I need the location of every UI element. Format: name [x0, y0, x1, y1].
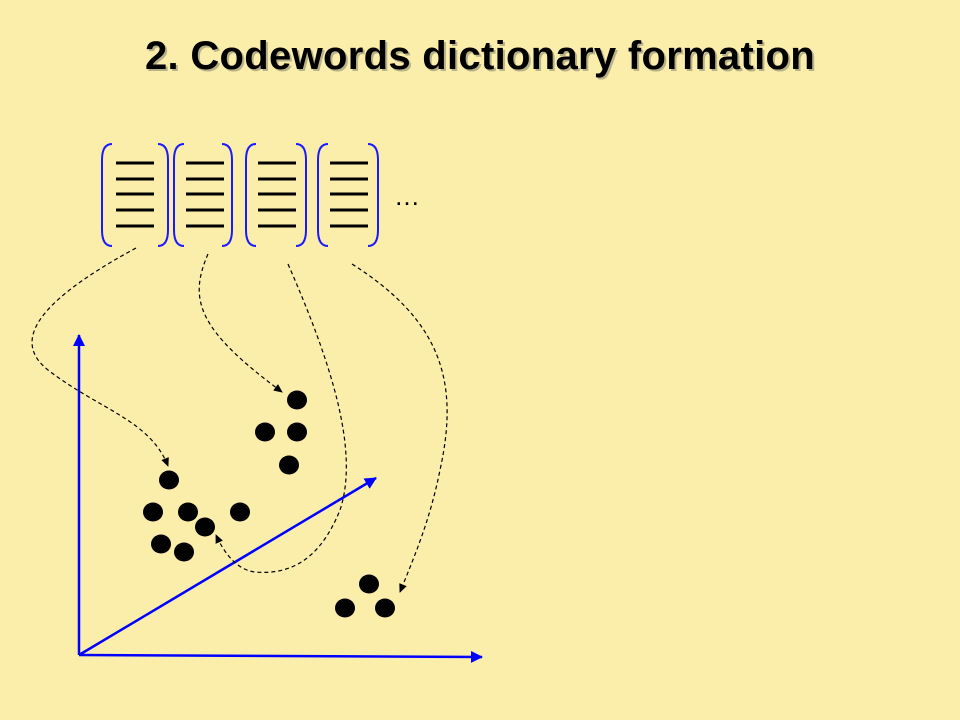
z-axis [78, 476, 377, 657]
vector-4-right-bracket [367, 143, 379, 247]
point [375, 598, 395, 618]
axes [73, 334, 483, 663]
vector-1-right-bracket [157, 143, 169, 247]
point [151, 534, 171, 554]
point [287, 422, 307, 442]
cluster-top [255, 390, 307, 475]
arrow-vector-1-to-cluster-left [31, 247, 169, 467]
x-axis [78, 650, 483, 663]
point [335, 598, 355, 618]
cluster-bottom-right [335, 574, 395, 618]
arrow-vector-4-to-cluster-bottom-right [351, 263, 448, 593]
vector-3-right-bracket [295, 143, 307, 247]
point [279, 455, 299, 475]
vector-2-lines [186, 161, 224, 228]
point [174, 542, 194, 562]
vector-1 [101, 143, 169, 247]
slide-title: 2. Codewords dictionary formation [145, 34, 815, 78]
point [178, 502, 198, 522]
vector-4-lines [330, 161, 368, 228]
point [287, 390, 307, 410]
point [230, 502, 250, 522]
vector-4-left-bracket [317, 143, 329, 247]
point [159, 470, 179, 490]
vector-3 [245, 143, 307, 247]
vector-1-left-bracket [101, 143, 113, 247]
vector-2 [173, 143, 233, 247]
vector-3-lines [258, 161, 296, 228]
arrow-vector-3-to-cluster-left [215, 263, 347, 573]
ellipsis-text: … [394, 181, 420, 211]
point [143, 502, 163, 522]
cluster-left [143, 470, 250, 562]
point [359, 574, 379, 594]
vector-1-lines [116, 161, 154, 228]
vector-3-left-bracket [245, 143, 257, 247]
vector-2-left-bracket [173, 143, 185, 247]
point [195, 517, 215, 537]
vector-2-right-bracket [221, 143, 233, 247]
vector-4 [317, 143, 379, 247]
mapping-arrows [31, 247, 448, 593]
arrow-vector-2-to-cluster-top [198, 253, 283, 393]
point [255, 422, 275, 442]
